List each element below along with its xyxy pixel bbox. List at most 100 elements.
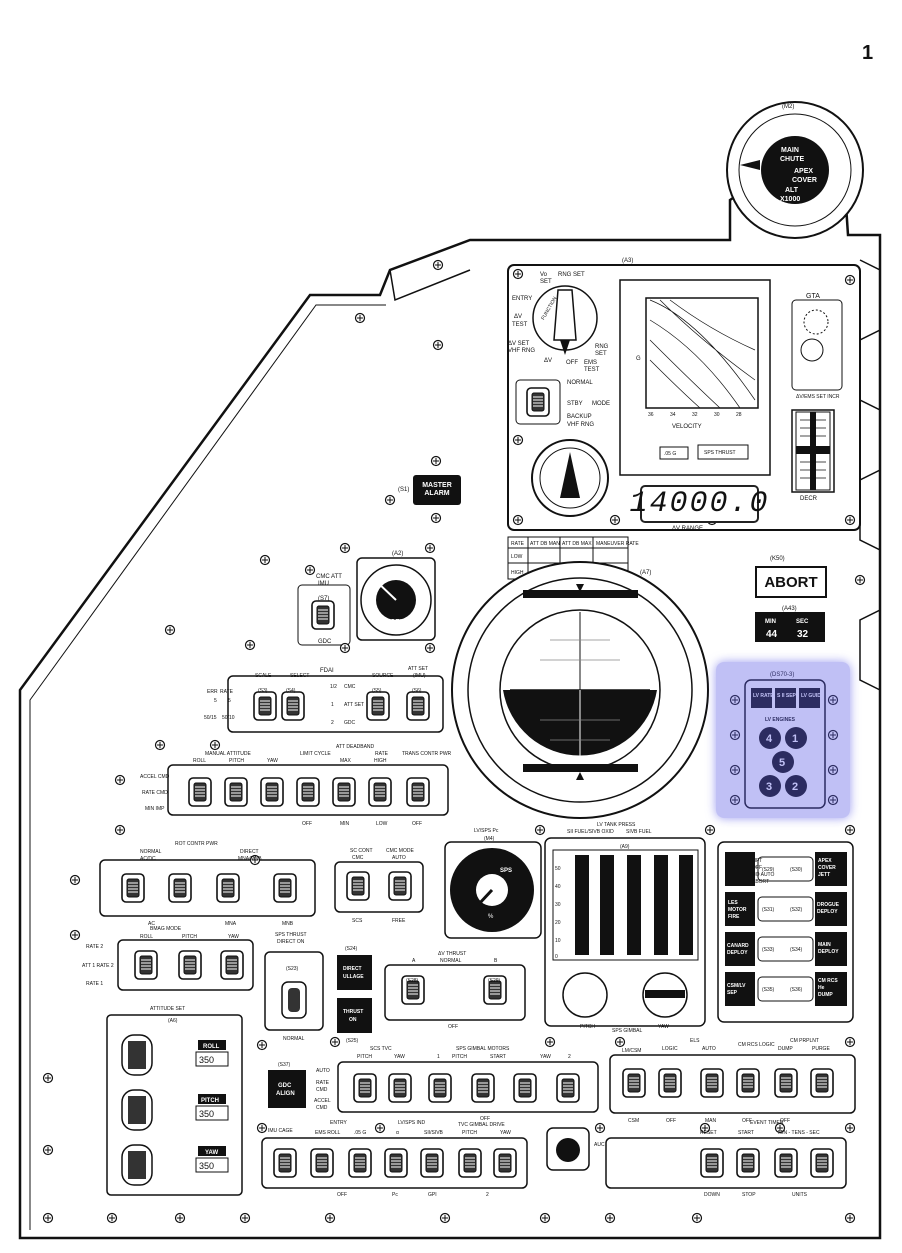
ems-mode-switch[interactable] xyxy=(526,387,550,417)
sps-gimbal-pitch-label: PITCH xyxy=(580,1024,595,1030)
fdai-select-switch[interactable] xyxy=(281,691,305,721)
tvc-gimbal-pitch-label: PITCH xyxy=(462,1130,477,1136)
abort-id: (K50) xyxy=(770,556,785,562)
ems-function-knob[interactable] xyxy=(532,285,598,355)
trans-contr-pwr-switch[interactable] xyxy=(406,777,430,807)
rot-contr-direct-1-switch[interactable] xyxy=(216,873,240,903)
rot-contr-acdc-label: AC/DC xyxy=(140,856,156,862)
els-lm-csm-switch[interactable] xyxy=(622,1068,646,1098)
cm-rcs-l3: DUMP xyxy=(818,992,833,998)
cm-rcs-l2: He xyxy=(818,985,825,991)
fdai-v2: 1 xyxy=(331,702,334,708)
scs-tvc-pitch-switch[interactable] xyxy=(353,1073,377,1103)
scs-tvc-yaw-switch[interactable] xyxy=(388,1073,412,1103)
entry-05g-switch[interactable] xyxy=(348,1148,372,1178)
gdc-align-button[interactable] xyxy=(268,1070,306,1108)
fdai-r2: 5 xyxy=(228,698,231,704)
cmc-mode-switch[interactable] xyxy=(388,871,412,901)
altimeter-x1000-label: X1000 xyxy=(780,196,800,203)
rot-contr-direct-2-switch[interactable] xyxy=(273,873,297,903)
els-man-label: MAN xyxy=(705,1118,717,1124)
fdai-source-switch[interactable] xyxy=(366,691,390,721)
bmag-yaw-switch[interactable] xyxy=(220,950,244,980)
drogue-deploy-button[interactable] xyxy=(815,892,847,926)
sps-thrust-direct-switch[interactable] xyxy=(281,981,307,1019)
velocity-tick-28: 28 xyxy=(736,412,742,418)
cm-prplnt-dump-label: DUMP xyxy=(778,1046,793,1052)
event-timer-min-switch[interactable] xyxy=(774,1148,798,1178)
main-deploy-l1: MAIN xyxy=(818,942,831,948)
lv-sps-ind-alpha-switch[interactable] xyxy=(384,1148,408,1178)
event-timer-tens-switch[interactable] xyxy=(810,1148,834,1178)
rot-contr-direct-label: DIRECT xyxy=(240,849,259,855)
gimbal-yaw-label: YAW xyxy=(540,1054,551,1060)
rate-switch[interactable] xyxy=(368,777,392,807)
ems-roll-switch[interactable] xyxy=(310,1148,334,1178)
elc-sw-4: (S32) xyxy=(790,907,803,913)
apex-cover-jett-button[interactable] xyxy=(815,852,847,886)
bmag-pitch-switch[interactable] xyxy=(178,950,202,980)
ems-test2-label: TEST xyxy=(584,367,600,373)
cm-rcs-logic-switch[interactable] xyxy=(736,1068,760,1098)
ems-dv-set-label: ΔV SET xyxy=(508,341,530,347)
direct-ullage-l2: ULLAGE xyxy=(343,974,364,980)
abort-light: ABORT xyxy=(755,566,827,598)
tvc-gimbal-yaw-switch[interactable] xyxy=(493,1148,517,1178)
gdc-align-l1: GDC xyxy=(278,1083,292,1089)
lv-sps-ind-label: LV/SPS IND xyxy=(398,1120,426,1126)
lv-sps-ind-alpha-label: α xyxy=(396,1130,399,1136)
les-motor-fire-button[interactable] xyxy=(725,892,755,926)
fdai-att-set-label: ATT SET xyxy=(408,666,428,672)
rot-contr-normal-2-switch[interactable] xyxy=(168,873,192,903)
event-timer-reset-switch[interactable] xyxy=(700,1148,724,1178)
thrust-on-button[interactable] xyxy=(337,998,372,1033)
els-auto-switch[interactable] xyxy=(700,1068,724,1098)
cm-prplnt-dump-switch[interactable] xyxy=(774,1068,798,1098)
gimbal-pitch-1-switch[interactable] xyxy=(428,1073,452,1103)
attitude-set-roll-thumbwheel[interactable] xyxy=(121,1034,229,1076)
master-alarm-line2: ALARM xyxy=(424,490,450,497)
entry-05g-label: .05 G xyxy=(354,1130,366,1136)
event-timer-start-switch[interactable] xyxy=(736,1148,760,1178)
master-alarm-line1: MASTER xyxy=(422,482,452,489)
lv-sps-ind-sii-switch[interactable] xyxy=(420,1148,444,1178)
fdai-scale-switch[interactable] xyxy=(253,691,277,721)
manual-att-yaw-switch[interactable] xyxy=(260,777,284,807)
els-logic-switch[interactable] xyxy=(658,1068,682,1098)
rot-contr-normal-label: NORMAL xyxy=(140,849,162,855)
cmc-att-switch[interactable] xyxy=(311,600,335,630)
rot-contr-normal-1-switch[interactable] xyxy=(121,873,145,903)
lift-off-button[interactable] xyxy=(725,852,755,886)
bmag-roll-label: ROLL xyxy=(140,934,153,940)
dv-thrust-normal-label: NORMAL xyxy=(440,958,462,964)
main-deploy-button[interactable] xyxy=(815,932,847,966)
manual-att-roll-switch[interactable] xyxy=(188,777,212,807)
gimbal-pitch-2-switch[interactable] xyxy=(471,1073,495,1103)
bmag-roll-switch[interactable] xyxy=(134,950,158,980)
lv-tank-tick-30: 30 xyxy=(555,902,561,908)
lv-engine-4-label: 4 xyxy=(766,733,773,745)
gimbal-yaw-2-switch[interactable] xyxy=(556,1073,580,1103)
limit-cycle-switch[interactable] xyxy=(296,777,320,807)
gimbal-yaw-1-switch[interactable] xyxy=(513,1073,537,1103)
cm-prplnt-purge-switch[interactable] xyxy=(810,1068,834,1098)
timer-min-value: 44 xyxy=(766,629,778,640)
csm-lv-sep-button[interactable] xyxy=(725,972,755,1006)
master-alarm-button[interactable]: MASTER ALARM xyxy=(413,475,461,505)
tvc-gimbal-drive-label: TVC GIMBAL DRIVE xyxy=(458,1122,505,1128)
sc-cont-switch[interactable] xyxy=(346,871,370,901)
direct-ullage-button[interactable] xyxy=(337,955,372,990)
att-deadband-switch[interactable] xyxy=(332,777,356,807)
tvc-gimbal-pitch-switch[interactable] xyxy=(458,1148,482,1178)
manual-att-pitch-label: PITCH xyxy=(229,758,244,764)
attitude-set-pitch-thumbwheel[interactable] xyxy=(121,1089,229,1131)
cm-rcs-logic-label: CM RCS LOGIC xyxy=(738,1042,775,1048)
cm-rcs-he-dump-button[interactable] xyxy=(815,972,847,1006)
canard-deploy-button[interactable] xyxy=(725,932,755,966)
att-set-switch[interactable] xyxy=(406,691,430,721)
attitude-set-yaw-thumbwheel[interactable] xyxy=(121,1144,229,1186)
les-motor-l2: MOTOR xyxy=(728,907,747,913)
imu-cage-switch[interactable] xyxy=(273,1148,297,1178)
manual-att-pitch-switch[interactable] xyxy=(224,777,248,807)
auc-knob[interactable] xyxy=(546,1127,590,1171)
